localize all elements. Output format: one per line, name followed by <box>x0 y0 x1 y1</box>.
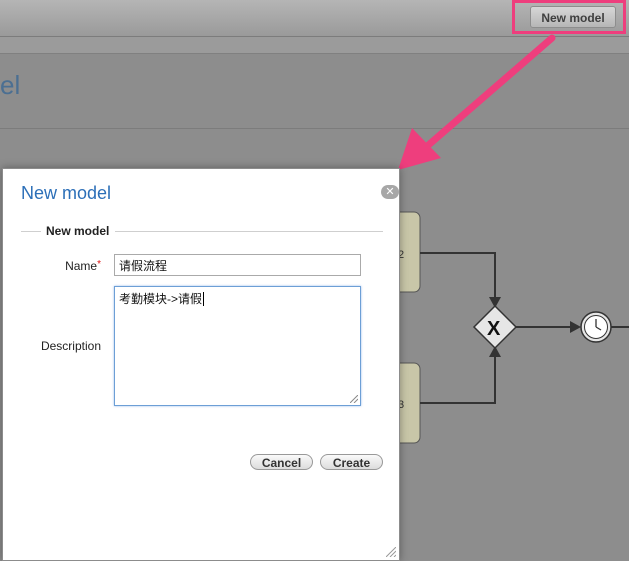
gateway-node <box>472 304 518 350</box>
description-text: 考勤模块->请假 <box>119 292 203 306</box>
flow-bottom-arrowhead <box>489 346 501 357</box>
flow-top <box>420 252 496 303</box>
new-model-button[interactable]: New model <box>530 6 616 28</box>
new-model-dialog: New model ✕ New model Name* 请假流程 Descrip… <box>2 168 400 561</box>
divider <box>0 128 629 129</box>
required-marker: * <box>97 259 101 270</box>
fieldset-line-left <box>21 231 41 232</box>
name-label: Name* <box>65 259 101 273</box>
text-cursor <box>203 292 205 306</box>
task-label-bottom: 3 <box>398 399 404 411</box>
timer-event-icon <box>580 311 612 343</box>
dialog-title: New model <box>21 183 112 203</box>
annotation-arrow <box>421 34 556 152</box>
resize-grip-icon[interactable] <box>350 395 358 403</box>
cancel-button[interactable]: Cancel <box>250 454 313 470</box>
name-input[interactable]: 请假流程 <box>114 254 361 276</box>
dialog-resize-icon[interactable] <box>386 547 396 557</box>
page-title: el <box>0 70 21 100</box>
fieldset-legend: New model <box>46 224 110 238</box>
flow-top-arrowhead <box>489 297 501 308</box>
sub-toolbar <box>0 37 629 54</box>
create-button[interactable]: Create <box>320 454 383 470</box>
description-textarea[interactable]: 考勤模块->请假 <box>114 286 361 406</box>
close-icon[interactable]: ✕ <box>381 185 399 199</box>
highlight-box <box>512 0 626 34</box>
gateway-x: X <box>487 318 501 340</box>
flow-bottom <box>420 352 496 404</box>
fieldset-line-right <box>115 231 383 232</box>
flow-to-timer-arrowhead <box>570 321 581 333</box>
task-label-top: 2 <box>398 249 404 261</box>
annotation-arrowhead <box>398 128 441 170</box>
description-label: Description <box>40 339 101 353</box>
top-toolbar <box>0 0 629 37</box>
